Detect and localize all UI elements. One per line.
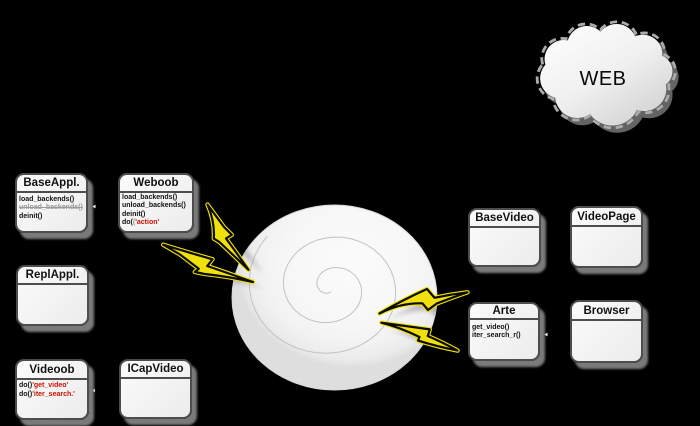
svg-text:WEB: WEB — [579, 68, 626, 90]
